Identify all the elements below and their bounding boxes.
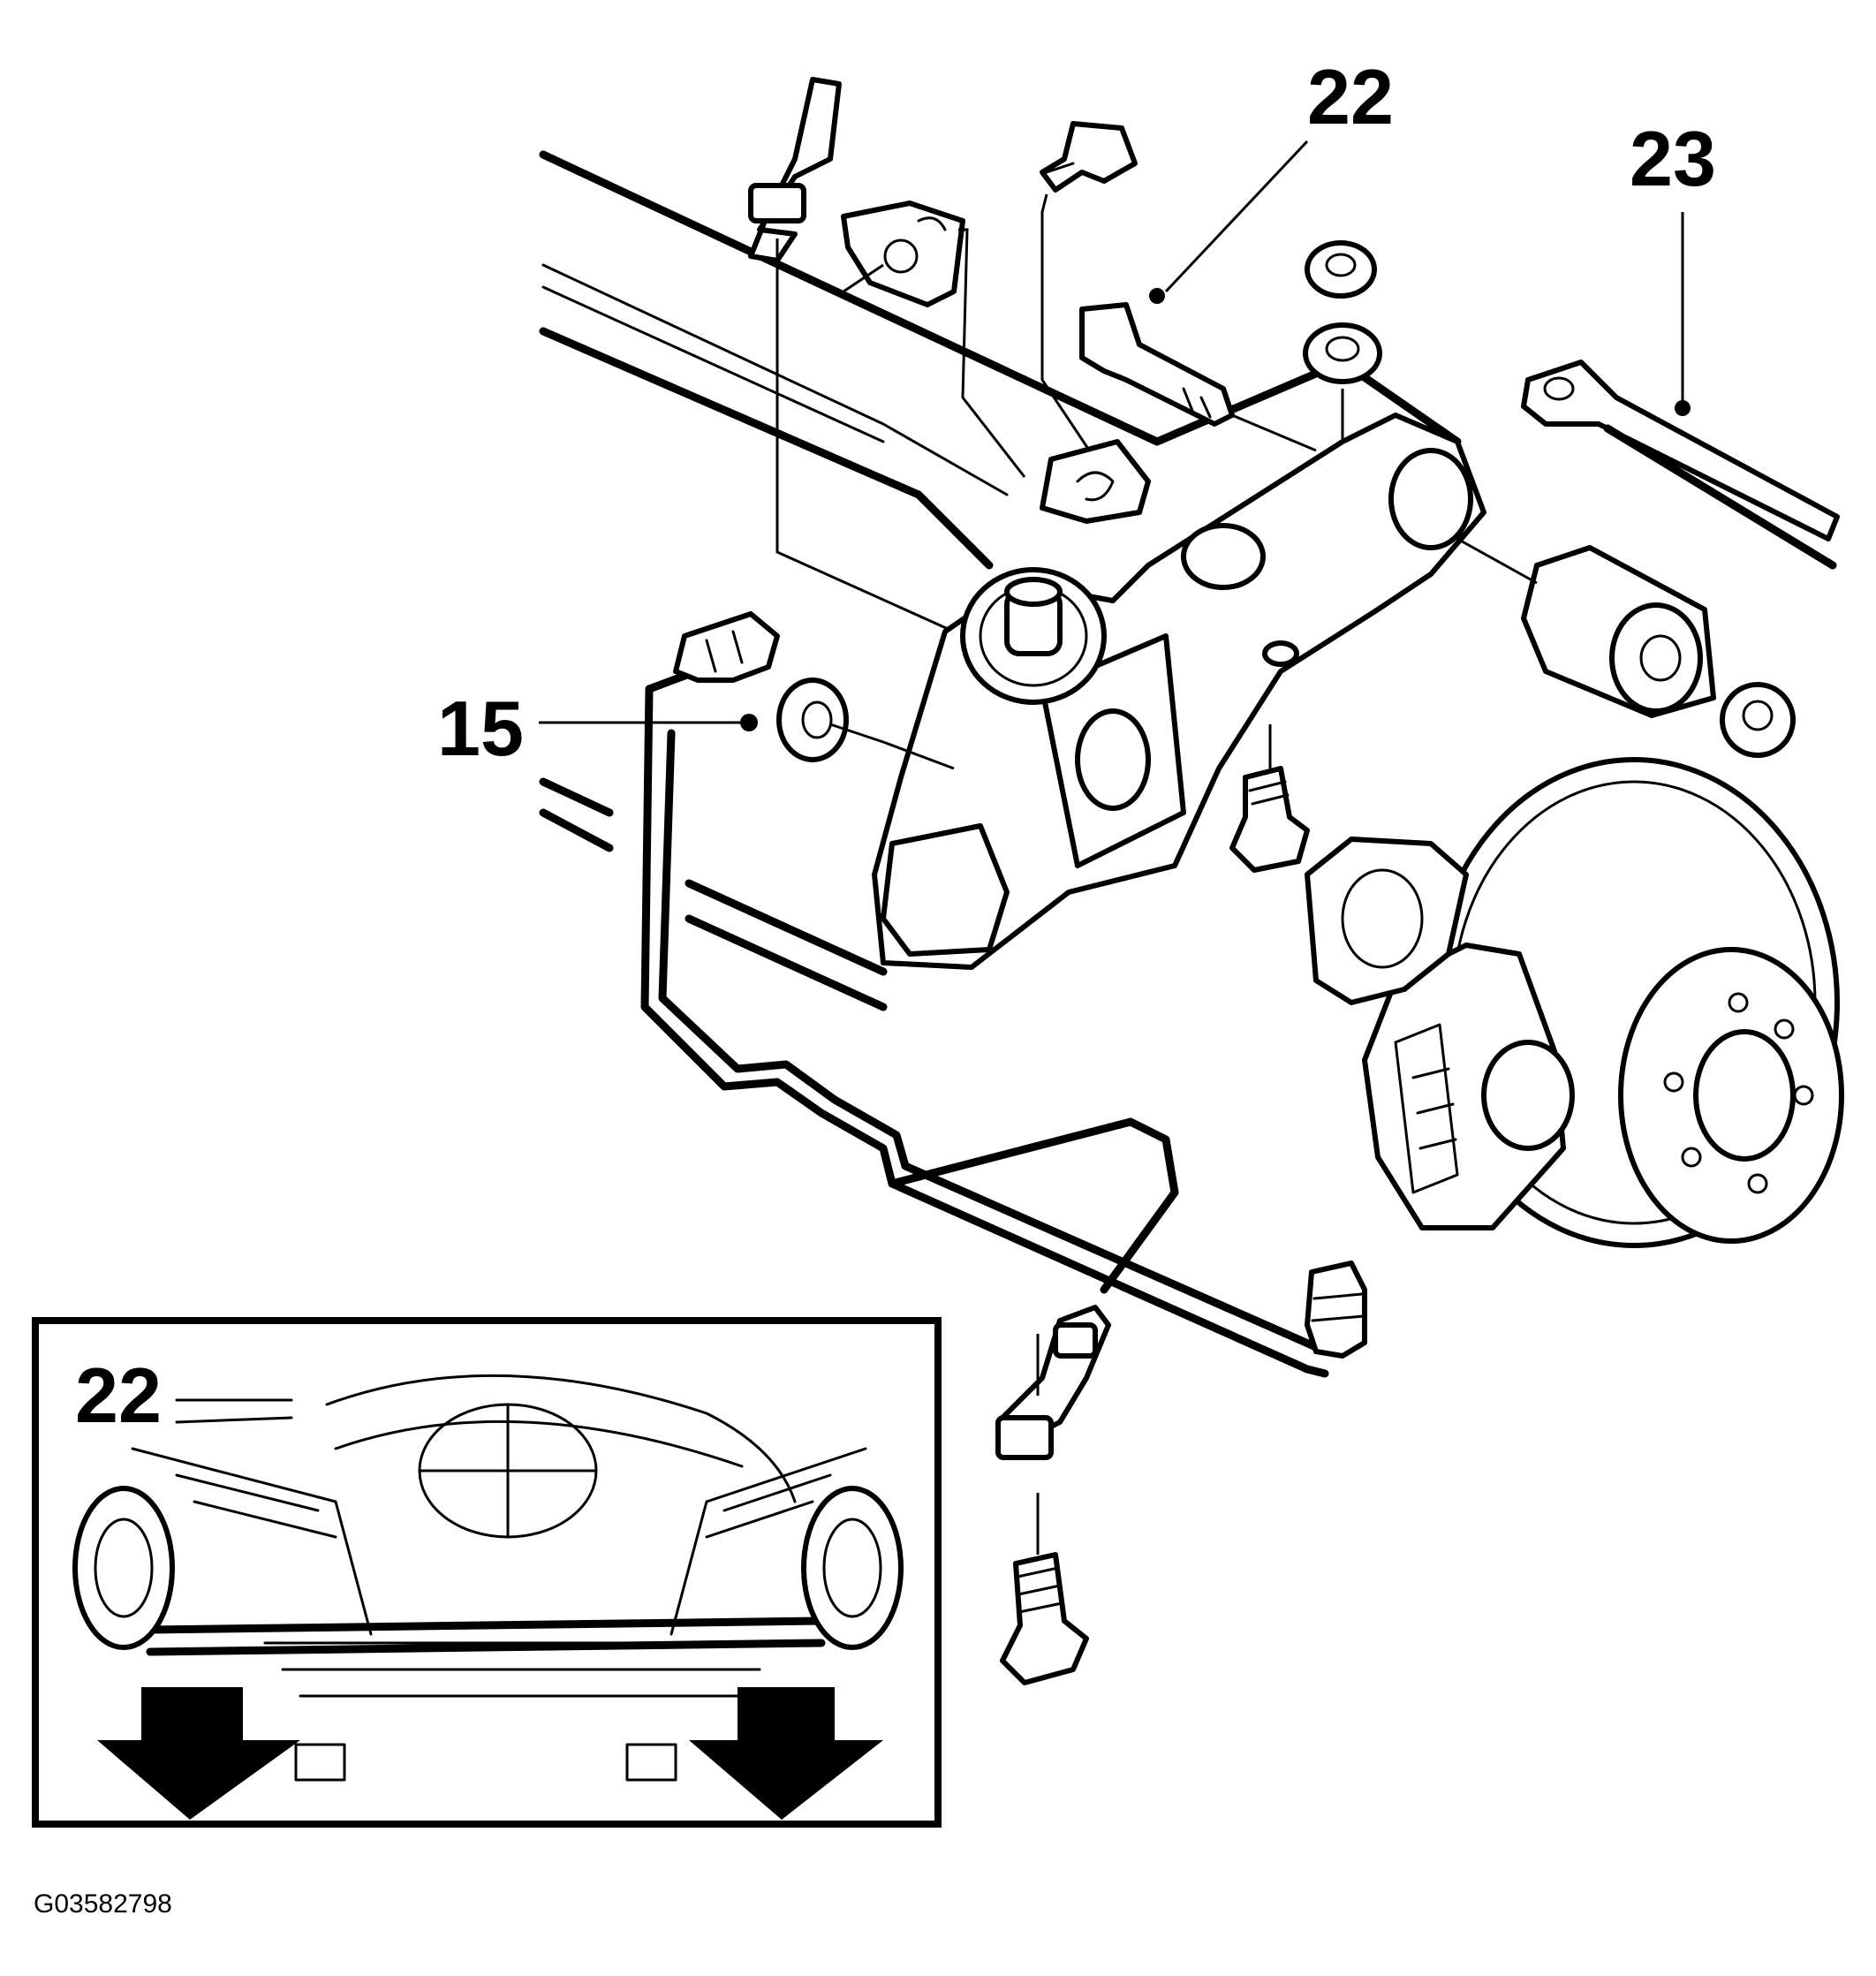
pivot-bolt (1079, 302, 1317, 452)
callout-22: 22 (1307, 53, 1394, 140)
callout-22-dot (1149, 288, 1165, 304)
retaining-bracket (841, 201, 1026, 478)
eccentric-washer-nut (776, 678, 955, 770)
clip-bolt (1040, 121, 1138, 460)
inset-underbody (131, 1374, 867, 1782)
lower-clip-bracket (995, 1305, 1111, 1460)
lower-arm-bolt (1229, 724, 1310, 873)
brake-line (640, 671, 1329, 1378)
inset-down-arrow-right (689, 1687, 883, 1820)
inset-axle-beam (72, 1486, 904, 1656)
bushing-clip (1040, 439, 1151, 524)
brake-line-fitting (1305, 1261, 1367, 1359)
bushing-nut (1720, 682, 1796, 758)
callout-23: 23 (1630, 115, 1716, 202)
callout-23-dot (1675, 400, 1691, 416)
hub-shim (1305, 837, 1469, 1005)
toothed-pivot-mount (960, 567, 1107, 705)
inset-panel: 22 (32, 1317, 942, 1828)
lower-bolt (1000, 1493, 1089, 1685)
upper-clip-bracket (748, 77, 955, 633)
callout-15-dot (740, 714, 758, 731)
axle-beam (539, 150, 1462, 1011)
bushing-sleeve (1456, 537, 1716, 718)
upper-nut (1305, 240, 1377, 299)
callout-15: 15 (437, 685, 524, 772)
inset-down-arrow-left (97, 1687, 300, 1820)
tension-rod (1521, 360, 1840, 570)
brake-caliper (1362, 943, 1575, 1230)
callout-leaders (539, 140, 1691, 731)
eccentric-bolt (673, 611, 780, 683)
trailing-arm (872, 413, 1486, 970)
figure-id-code: G03582798 (34, 1889, 172, 1919)
inset-callout-22: 22 (75, 1351, 162, 1439)
